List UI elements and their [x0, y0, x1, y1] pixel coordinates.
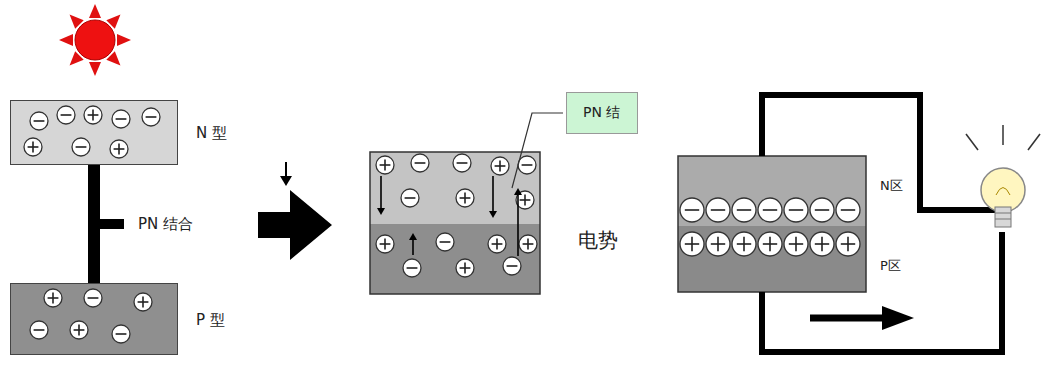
positive-charge: [456, 259, 474, 277]
positive-charge: [758, 232, 782, 256]
bulb-icon: [966, 125, 1040, 227]
light-arrow-head: [280, 176, 292, 186]
process-arrow: [258, 190, 332, 260]
positive-charge: [706, 232, 730, 256]
negative-charge: [30, 321, 48, 339]
positive-charge: [491, 157, 509, 175]
semiconductor-box: N 型: [10, 100, 178, 165]
node-label: PN 结: [583, 104, 621, 122]
negative-charge: [112, 325, 130, 343]
carrier-arrow: [517, 194, 519, 256]
negative-charge: [411, 154, 429, 172]
negative-charge: [503, 257, 521, 275]
p-region: [678, 226, 866, 292]
negative-charge: [836, 198, 860, 222]
region-label: P区: [880, 257, 901, 275]
negative-charge: [436, 233, 454, 251]
positive-charge: [110, 140, 128, 158]
carrier-arrow: [380, 176, 382, 209]
node-label: P 型: [196, 311, 225, 330]
charges: [680, 198, 860, 256]
callout-box: PN 结: [566, 92, 638, 134]
current-arrow: [810, 315, 885, 322]
positive-charge: [810, 232, 834, 256]
negative-charge: [401, 189, 419, 207]
sun-icon: [59, 4, 131, 76]
negative-charge: [112, 110, 130, 128]
negative-charge: [758, 198, 782, 222]
positive-charge: [84, 106, 102, 124]
positive-charge: [836, 232, 860, 256]
positive-charge: [70, 321, 88, 339]
charges: [376, 154, 537, 277]
n-region: [678, 156, 866, 226]
carrier-arrow-head: [409, 233, 417, 240]
positive-charge: [456, 189, 474, 207]
negative-charge: [732, 198, 756, 222]
positive-charge: [680, 232, 704, 256]
carrier-arrow: [412, 239, 414, 255]
leader-line: [512, 113, 563, 188]
cell-box: [678, 156, 866, 292]
negative-charge: [706, 198, 730, 222]
negative-charge: [784, 198, 808, 222]
negative-charge: [810, 198, 834, 222]
negative-charge: [453, 154, 471, 172]
charges: [11, 284, 179, 356]
negative-charge: [142, 108, 160, 126]
light-arrow: [285, 162, 287, 178]
positive-charge: [376, 156, 394, 174]
current-arrow-head: [882, 306, 914, 330]
positive-charge: [376, 235, 394, 253]
node-label: N 型: [196, 124, 227, 143]
carrier-arrow-head: [489, 211, 497, 218]
region-label: N区: [880, 177, 903, 195]
negative-charge: [30, 112, 48, 130]
carrier-arrow: [492, 176, 494, 212]
positive-charge: [134, 293, 152, 311]
positive-charge: [519, 235, 537, 253]
edge-label: PN 结合: [138, 215, 193, 234]
junction-bar: [94, 165, 124, 283]
positive-charge: [488, 235, 506, 253]
semiconductor-box: P 型: [10, 283, 178, 355]
negative-charge: [57, 106, 75, 124]
negative-charge: [72, 138, 90, 156]
carrier-arrow-head: [377, 208, 385, 215]
p-region: [370, 224, 540, 294]
negative-charge: [84, 289, 102, 307]
wire: [762, 232, 1002, 352]
n-region: [370, 152, 540, 224]
junction-box: [370, 152, 540, 294]
negative-charge: [403, 259, 421, 277]
negative-charge: [518, 156, 536, 174]
positive-charge: [44, 289, 62, 307]
carrier-arrow-head: [514, 188, 522, 195]
positive-charge: [784, 232, 808, 256]
positive-charge: [732, 232, 756, 256]
negative-charge: [680, 198, 704, 222]
potential-label: 电势: [578, 227, 618, 254]
positive-charge: [24, 138, 42, 156]
charges: [11, 101, 179, 166]
wire: [762, 95, 1000, 210]
